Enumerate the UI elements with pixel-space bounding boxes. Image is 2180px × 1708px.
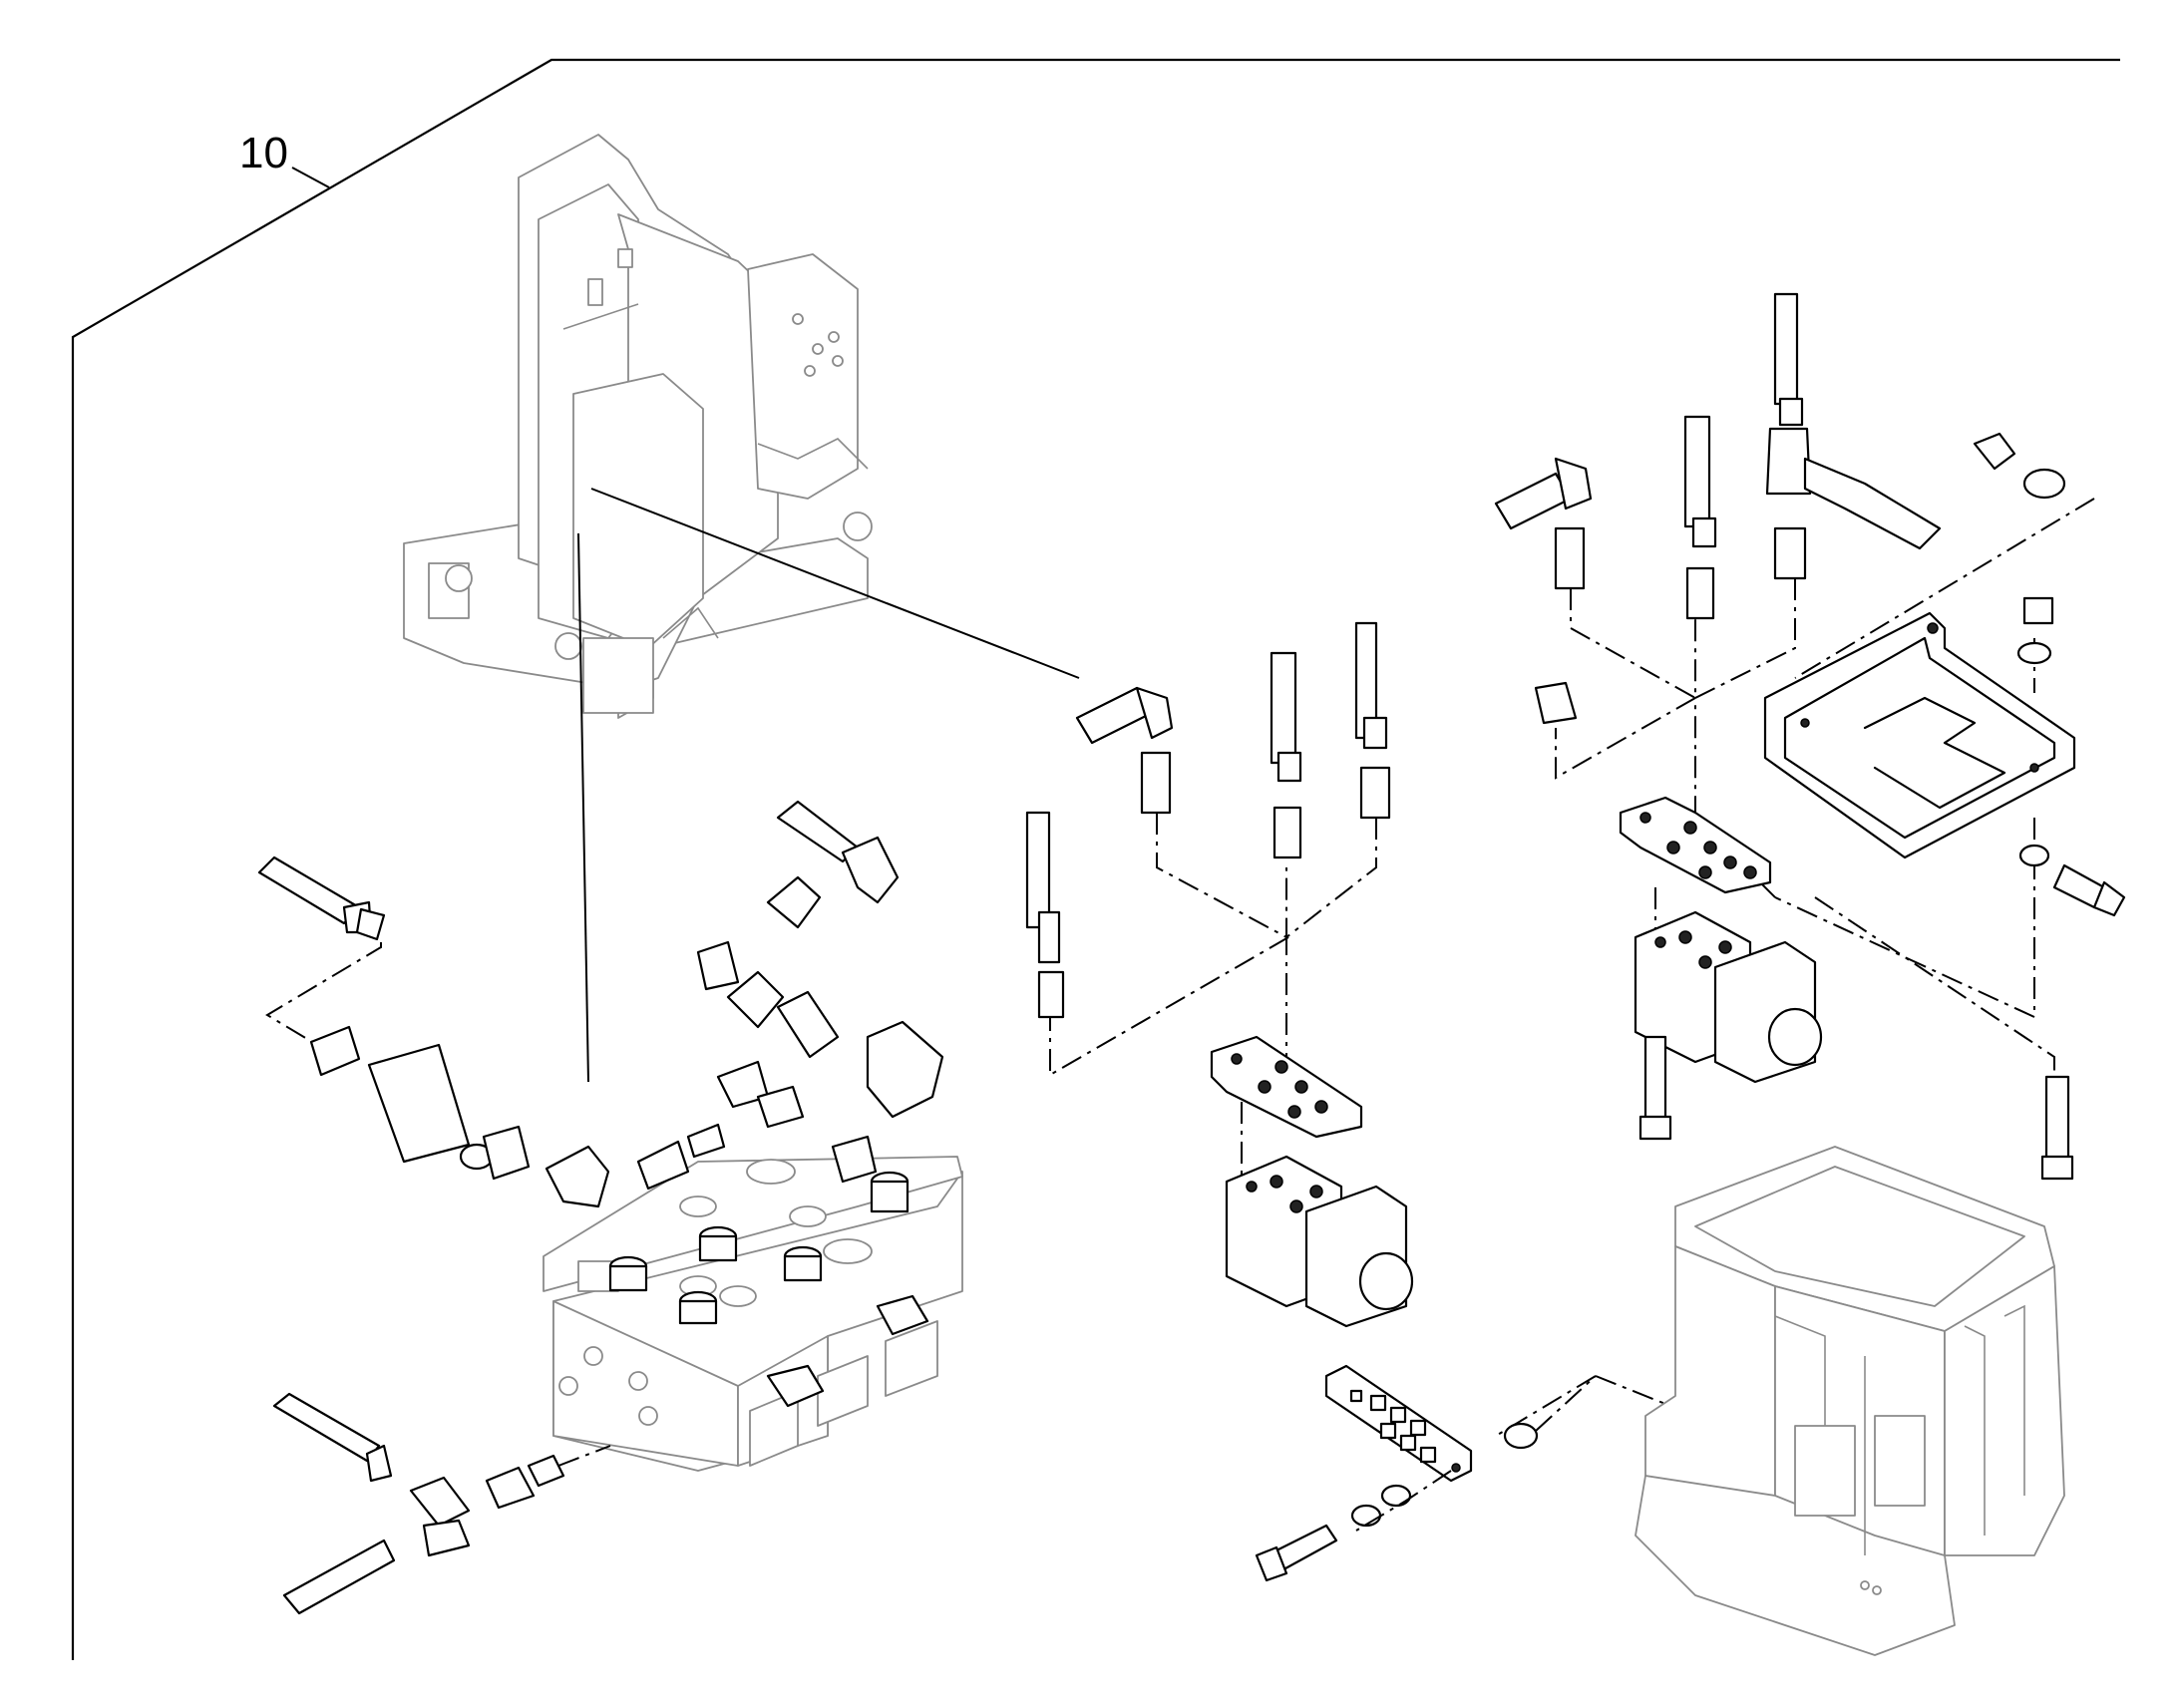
- main-frame-weldment: [403, 134, 873, 719]
- hose-assembly-lower-left: [272, 1392, 611, 1615]
- callout-10[interactable]: 10: [239, 129, 330, 188]
- hose-assembly-upper-left: [257, 855, 726, 1208]
- operator-cab: [1635, 1146, 2065, 1656]
- central-solenoid-valve: [1210, 1035, 1414, 1328]
- central-dashed-connections: [1049, 813, 1377, 1077]
- central-solenoid-fittings: [1025, 621, 1391, 1019]
- valve-port-fittings: [608, 1135, 929, 1408]
- right-solenoid-valve: [1619, 796, 1823, 1084]
- switch-panel: [1255, 1364, 1597, 1582]
- frame-leader-lines: [577, 488, 1080, 1083]
- callout-label: 10: [239, 129, 288, 177]
- right-hardware: [1638, 432, 2126, 1181]
- right-solenoid-fittings: [1494, 292, 1942, 725]
- control-valve-bank: [543, 1156, 963, 1472]
- mounting-bracket-plate: [1763, 611, 2076, 859]
- assembly-frame: [71, 58, 2120, 1660]
- hose-assembly-upper-middle: [696, 800, 944, 1129]
